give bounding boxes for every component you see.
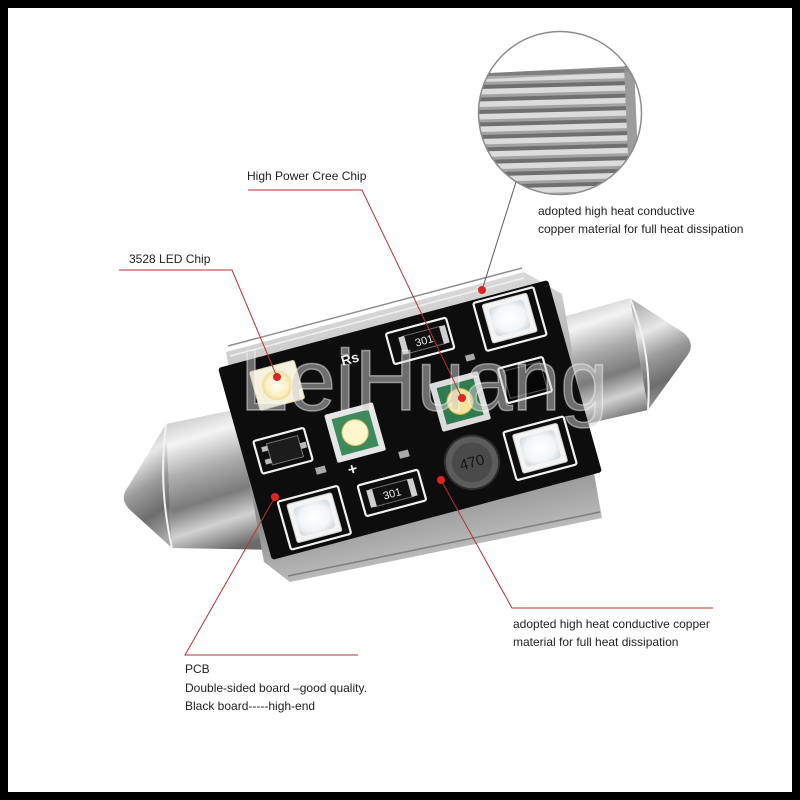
pcb-label-title: PCB [185,662,210,676]
copper-base-marker [437,476,445,484]
pcb-label-line1: Double-sided board –good quality. [185,681,367,695]
rs-marking: Rs [339,349,361,369]
led-3528-left [249,360,305,411]
smd-pad [398,449,410,459]
inductor-value: 470 [458,451,487,474]
watermark: LeiHuang [240,333,608,429]
copper-base-leader [440,479,713,609]
callout-labels: adopted high heat conductive copper mate… [129,169,743,713]
pcb-leader [184,496,358,656]
smd-pad [464,353,476,362]
heatsink-inset-note-line2: copper material for full heat dissipatio… [538,222,743,236]
resistor-top-value: 301 [414,333,435,349]
cree-chip-left [324,402,386,463]
heatsink-marker [478,286,486,294]
resistor-bottom-value: 301 [382,486,403,502]
resistor-bottom: 301 [366,478,418,508]
callout-dots [271,286,486,501]
led-chip-leader [119,269,278,378]
pcb-marker [271,493,279,501]
right-end-cone [630,298,691,410]
cree-chip-marker [458,394,466,402]
inductor: 470 [443,434,501,491]
driver-ic [261,434,308,466]
heatsink-inset-note-line1: adopted high heat conductive [538,204,695,218]
diode [502,361,548,400]
cree-chip-label: High Power Cree Chip [247,169,367,183]
pcb-board [218,280,602,560]
copper-base-note-line2: material for full heat dissipation [513,635,678,649]
cree-chip-leader [248,189,463,399]
polarity-marking: + [346,460,360,479]
led-chip-label: 3528 LED Chip [129,252,211,266]
pcb: Rs 301 301 470 + [218,280,602,560]
heatsink-zoom-inset [477,30,643,196]
led-bulb: Rs 301 301 470 + [123,267,691,582]
left-end-cone [123,424,172,548]
callout-leaders [119,189,713,656]
pcb-label-line2: Black board-----high-end [185,699,315,713]
silkscreen-outlines [252,286,578,551]
copper-base-note-line1: adopted high heat conductive copper [513,617,710,631]
led-3528-top-right [481,292,538,344]
smd-pad [314,465,327,475]
led-3528-bottom-right [512,423,568,474]
heatsink-inset-leader [481,181,517,291]
resistor-top: 301 [398,325,450,355]
led-chip-marker [273,373,281,381]
led-3528-bottom-left [286,492,343,543]
